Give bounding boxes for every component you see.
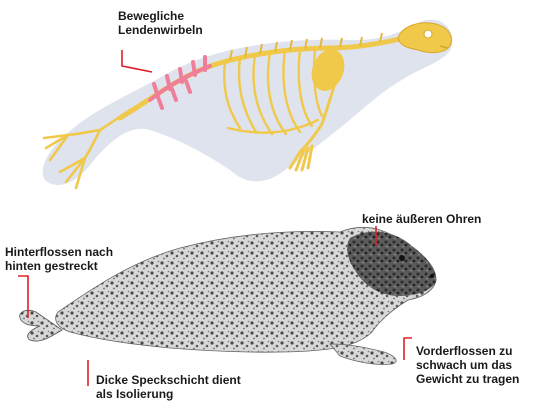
label-lendenwirbel-line1: Bewegliche: [118, 9, 203, 23]
label-ohren-line1: keine äußeren Ohren: [362, 212, 481, 226]
label-vorderflossen-line1: Vorderflossen zu: [416, 344, 519, 358]
skeleton-body-silhouette: [43, 20, 453, 185]
label-vorderflossen-line3: Gewicht zu tragen: [416, 372, 519, 386]
label-vorderflossen-line2: schwach um das: [416, 358, 519, 372]
leader-line-vorderflossen: [404, 338, 412, 360]
seal-nose: [430, 274, 434, 278]
label-hinterflossen: Hinterflossen nach hinten gestreckt: [5, 245, 113, 273]
label-speckschicht-line2: als Isolierung: [96, 387, 241, 401]
tail-flippers: [20, 310, 62, 341]
fore-flipper: [330, 344, 396, 365]
label-lendenwirbel: Bewegliche Lendenwirbeln: [118, 9, 203, 37]
label-hinterflossen-line2: hinten gestreckt: [5, 259, 113, 273]
label-hinterflossen-line1: Hinterflossen nach: [5, 245, 113, 259]
label-vorderflossen: Vorderflossen zu schwach um das Gewicht …: [416, 344, 519, 386]
label-lendenwirbel-line2: Lendenwirbeln: [118, 23, 203, 37]
label-speckschicht-line1: Dicke Speckschicht dient: [96, 373, 241, 387]
leader-line-lendenwirbel: [122, 50, 152, 72]
skeleton-seal: [43, 20, 453, 188]
label-speckschicht: Dicke Speckschicht dient als Isolierung: [96, 373, 241, 401]
label-ohren: keine äußeren Ohren: [362, 212, 481, 226]
seal-eye: [399, 255, 405, 261]
